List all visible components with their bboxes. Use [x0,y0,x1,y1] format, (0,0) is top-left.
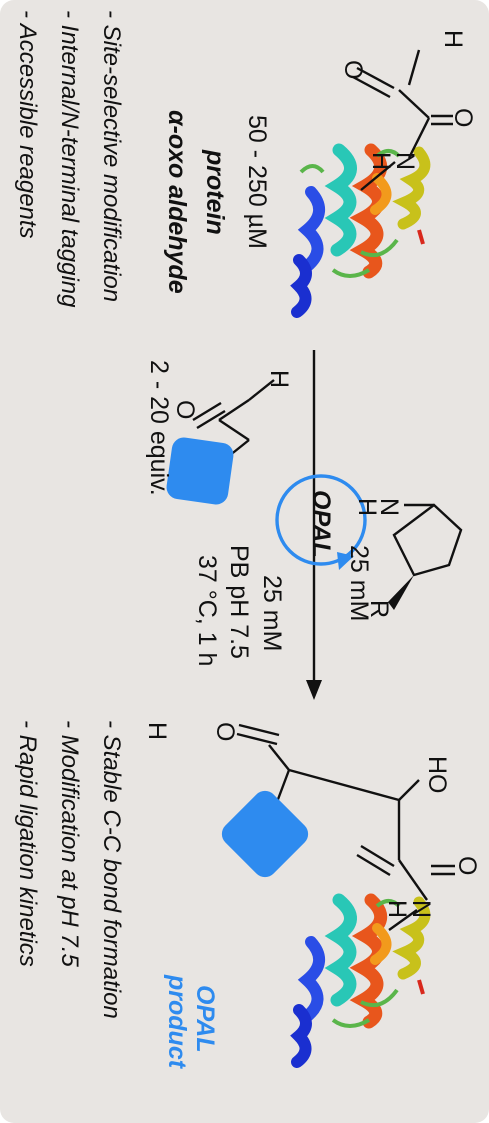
protein-concentration: 50 - 250 µM [243,115,271,249]
atom-h-product: H [383,900,411,919]
reaction-arrow [306,350,322,700]
protein-label: protein [201,150,229,235]
atom-h-partner: H [265,370,293,389]
conditions-buffer: PB pH 7.5 [225,545,253,659]
opal-cycle-icon [275,474,367,570]
conditions-concentration: 25 mM [258,575,286,652]
protein-ribbon-right [290,893,431,1068]
product-square [221,790,309,878]
bullet-left-3: - Accessible reagents [14,10,41,239]
opal-cycle-label: OPAL [307,490,335,558]
partner-equiv: 2 - 20 equiv. [145,360,173,496]
atom-n-product: N [407,900,435,919]
atom-h-catalyst: H [353,498,381,517]
partner-square [166,437,234,505]
aldehyde-label: α-oxo aldehyde [163,110,191,294]
protein-ribbon-left [290,143,431,318]
catalyst-concentration: 25 mM [345,545,373,622]
atom-n-amide: N [391,152,419,171]
bullet-left-1: - Site-selective modification [98,10,125,303]
bullet-right-1: - Stable C-C bond formation [98,720,125,1019]
atom-o-product-aldehyde: O [211,722,239,742]
atom-o-aldehyde: O [339,60,367,80]
atom-h-aldehyde: H [439,30,467,49]
bullet-right-2: - Modification at pH 7.5 [56,720,83,967]
bullet-right-3: - Rapid ligation kinetics [14,720,41,967]
product-bonds [236,723,455,931]
product-label-line2: product [163,975,191,1069]
atom-h-product-aldehyde: H [143,722,171,741]
conditions-temp-time: 37 °C, 1 h [193,555,221,667]
bullet-left-2: - Internal/N-terminal tagging [56,10,83,308]
atom-o-amide: O [449,108,477,128]
atom-h-amide: H [367,152,395,171]
pyrrolidine-catalyst [388,503,463,610]
atom-ho-product: HO [423,756,451,794]
atom-o-product: O [453,856,481,876]
aldehyde-bonds [352,49,453,191]
atom-o-partner: O [171,400,199,420]
product-label-line1: OPAL [191,985,219,1053]
